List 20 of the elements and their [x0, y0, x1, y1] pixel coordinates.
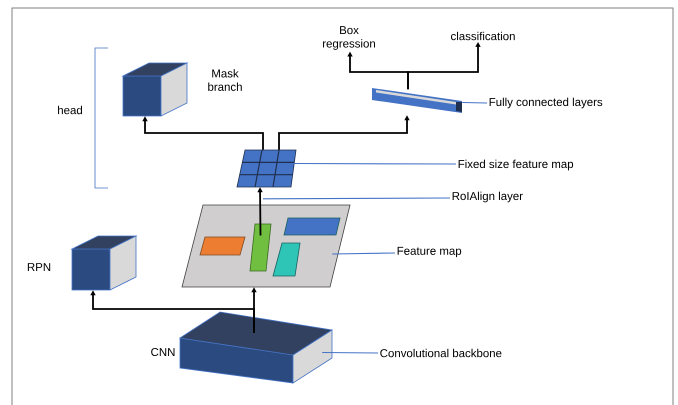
text-label: Fixed size feature map [458, 160, 574, 170]
node-label: RPN [28, 263, 50, 271]
node-label: Mask branch [208, 69, 242, 91]
leader-line [462, 102, 488, 104]
leader-line [332, 252, 396, 255]
grid-drawing [236, 150, 296, 188]
layer-bar [372, 88, 462, 113]
leader-line [293, 162, 456, 165]
region-box [250, 224, 272, 272]
bracket-label: head [58, 106, 82, 114]
text-label: Feature map [398, 246, 462, 258]
text-label: RoIAlign layer [452, 192, 523, 202]
region-box [284, 218, 341, 236]
leader-line [263, 197, 450, 200]
node-label: CNN [151, 348, 174, 356]
text-label: Box regression [323, 26, 375, 50]
text-label: Convolutional backbone [380, 348, 502, 358]
leader-line [322, 352, 378, 354]
text-label: classification [451, 32, 515, 40]
text-label: Fully connected layers [490, 98, 602, 108]
